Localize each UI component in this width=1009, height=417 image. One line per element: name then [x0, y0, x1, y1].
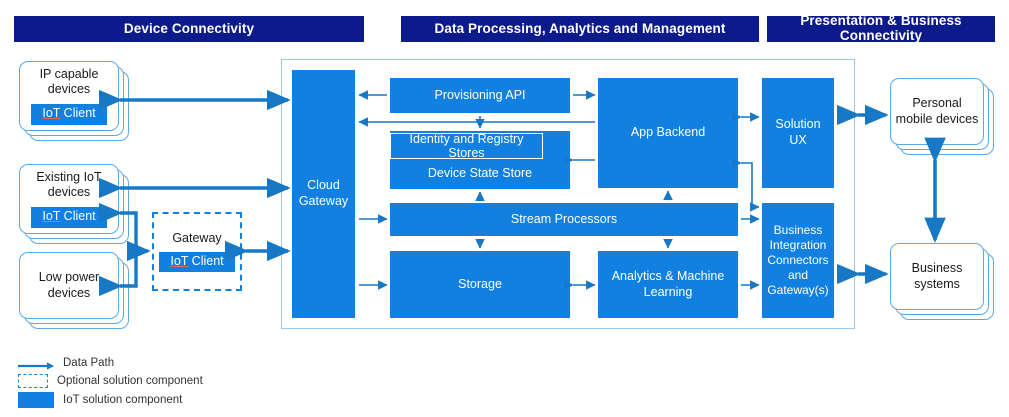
card-stack-front: IP capable devices IoT Client — [19, 61, 119, 131]
iot-client-chip: IoT Client — [31, 104, 107, 126]
block-stream-processors: Stream Processors — [390, 203, 738, 236]
optional-component-swatch — [18, 374, 48, 388]
block-label: Business Integration Connectors and Gate… — [767, 223, 829, 297]
block-label: Storage — [458, 276, 502, 291]
iot-client-chip-prefix: IoT — [170, 253, 189, 268]
device-card-existing-iot-devices: Existing IoT devices IoT Client — [19, 164, 131, 244]
consumer-card-personal-mobile-devices: Personal mobile devices — [890, 78, 996, 156]
block-label: Device State Store — [427, 166, 533, 181]
card-stack-front: Personal mobile devices — [890, 78, 984, 145]
block-identity-and-registry-stores: Identity and Registry Stores — [390, 132, 543, 160]
band-label: Device Connectivity — [123, 20, 255, 36]
gateway-label: Gateway — [172, 230, 222, 245]
iot-client-chip-suffix: Client — [60, 106, 96, 121]
band-presentation-business: Presentation & Business Connectivity — [767, 13, 995, 43]
device-card-low-power-devices: Low power devices — [19, 252, 131, 330]
block-app-backend: App Backend — [598, 78, 738, 188]
device-label: Existing IoT devices — [36, 169, 102, 200]
iot-client-chip-prefix: IoT — [42, 106, 61, 121]
card-stack-front: Business systems — [890, 243, 984, 310]
band-label: Presentation & Business Connectivity — [800, 13, 962, 43]
iot-client-chip-suffix: Client — [60, 209, 96, 224]
legend-label: IoT solution component — [63, 394, 183, 406]
legend-label: Optional solution component — [57, 375, 203, 387]
consumer-label: Business systems — [911, 261, 963, 291]
band-label: Data Processing, Analytics and Managemen… — [434, 20, 726, 36]
gateway-optional-box: Gateway IoT Client — [152, 212, 242, 291]
consumer-label: Personal mobile devices — [895, 96, 979, 126]
legend-label: Data Path — [63, 357, 115, 369]
data-path-icon — [18, 358, 54, 370]
block-label: Provisioning API — [434, 87, 526, 102]
block-storage: Storage — [390, 251, 570, 318]
consumer-card-business-systems: Business systems — [890, 243, 996, 321]
iot-client-chip-prefix: IoT — [42, 209, 61, 224]
block-label: Solution UX — [775, 117, 821, 147]
band-device-connectivity: Device Connectivity — [14, 16, 364, 42]
card-stack-front: Existing IoT devices IoT Client — [19, 164, 119, 234]
block-provisioning-api: Provisioning API — [390, 78, 570, 113]
device-card-ip-capable-devices: IP capable devices IoT Client — [19, 61, 131, 141]
block-label: Stream Processors — [510, 211, 618, 226]
block-label: Analytics & Machine Learning — [611, 268, 725, 299]
block-business-integration-connectors: Business Integration Connectors and Gate… — [762, 203, 834, 318]
legend-item-iot-component: IoT solution component — [18, 392, 182, 408]
block-label: Identity and Registry Stores — [409, 132, 524, 160]
block-label: Cloud Gateway — [298, 178, 349, 208]
band-data-processing: Data Processing, Analytics and Managemen… — [401, 16, 759, 42]
iot-component-swatch — [18, 392, 54, 408]
device-label: IP capable devices — [39, 66, 99, 97]
card-stack-front: Low power devices — [19, 252, 119, 319]
iot-client-chip-suffix: Client — [188, 253, 224, 268]
legend-item-data-path: Data Path — [18, 357, 115, 370]
legend-item-optional-component: Optional solution component — [18, 374, 203, 388]
iot-client-chip: IoT Client — [159, 251, 235, 273]
iot-client-chip: IoT Client — [31, 207, 107, 229]
device-label: Low power devices — [38, 270, 100, 300]
block-cloud-gateway: Cloud Gateway — [292, 70, 355, 318]
block-solution-ux: Solution UX — [762, 78, 834, 188]
block-label: App Backend — [630, 125, 706, 140]
block-analytics-machine-learning: Analytics & Machine Learning — [598, 251, 738, 318]
